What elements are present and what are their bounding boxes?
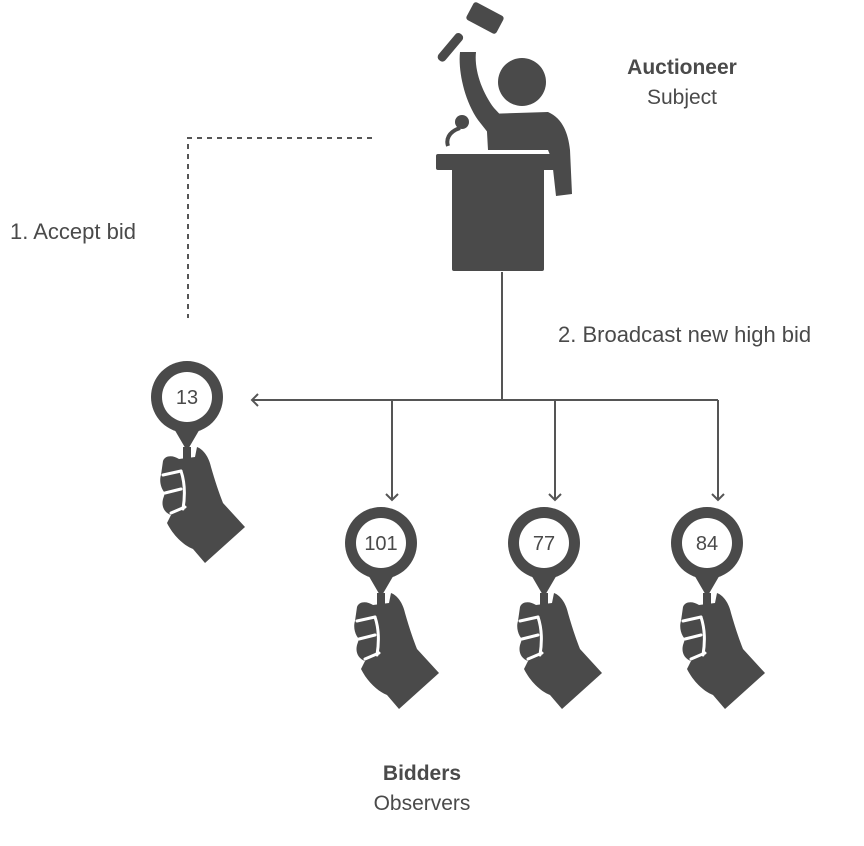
paddle-13: 13 — [149, 359, 247, 565]
auctioneer-title: Auctioneer — [627, 56, 737, 79]
auctioneer-subtitle: Subject — [646, 86, 718, 109]
paddle-77: 77 — [506, 505, 604, 711]
auctioneer-icon — [436, 2, 572, 271]
paddle-84-number: 84 — [696, 533, 718, 555]
accept-bid-dashed-line — [187, 137, 372, 318]
paddle-13-number: 13 — [176, 387, 198, 409]
bidders-subtitle: Observers — [373, 792, 471, 815]
broadcast-connectors — [250, 272, 725, 502]
bidders-title: Bidders — [382, 762, 462, 785]
step-broadcast: 2. Broadcast new high bid — [558, 322, 812, 347]
step-accept-bid: 1. Accept bid — [10, 219, 136, 244]
paddle-84: 84 — [669, 505, 767, 711]
paddle-101-number: 101 — [364, 533, 397, 555]
paddle-101: 101 — [343, 505, 441, 711]
paddle-77-number: 77 — [533, 533, 555, 555]
